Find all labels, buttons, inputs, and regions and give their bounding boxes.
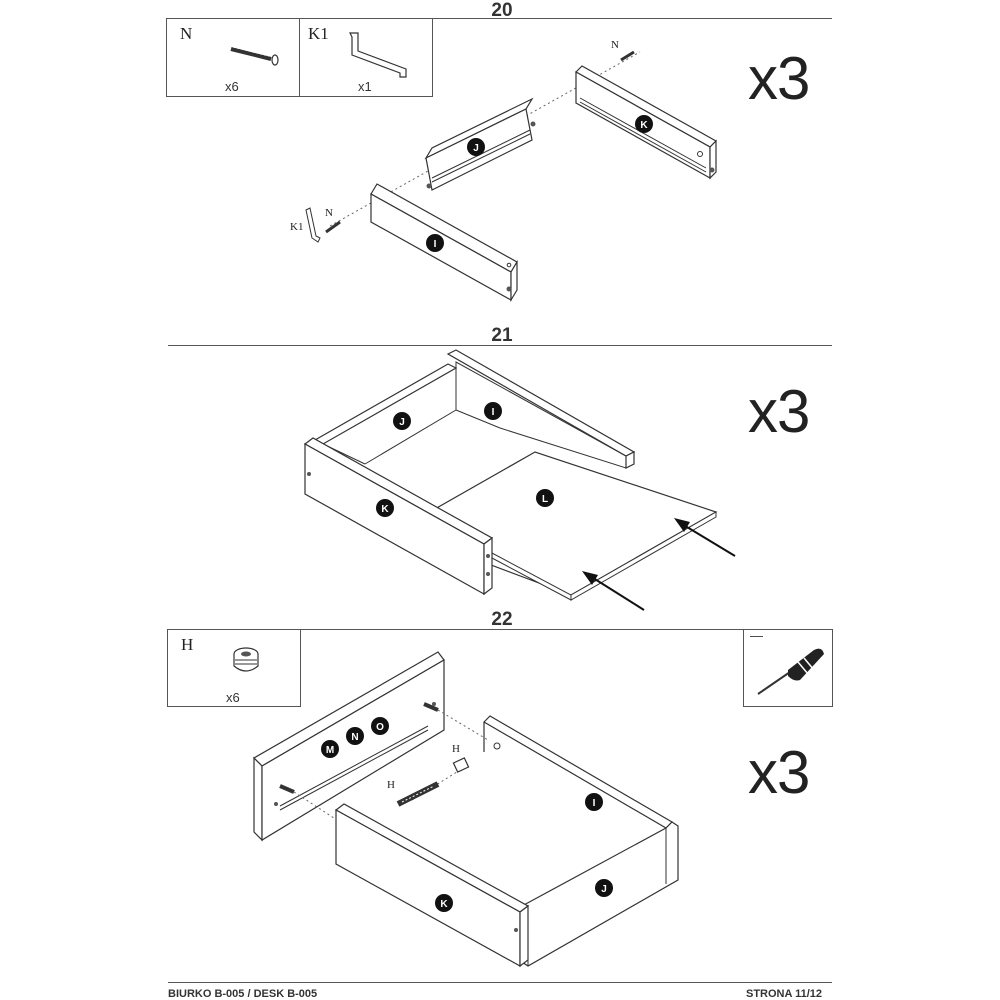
panel-i-back bbox=[446, 349, 636, 469]
tool-label: — bbox=[750, 628, 763, 643]
callout-k1: K1 bbox=[290, 221, 303, 233]
front-panel-dowel-top bbox=[423, 702, 439, 712]
panel-j-tag-22: J bbox=[595, 879, 613, 897]
hex-key-icon bbox=[349, 32, 407, 78]
step-22-parts-box: H x6 bbox=[167, 629, 301, 707]
step-22-number: 22 bbox=[491, 609, 513, 630]
callout-h2: H bbox=[452, 743, 460, 755]
panel-o-tag: O bbox=[371, 717, 389, 735]
panel-j-tag-text: J bbox=[473, 143, 479, 154]
panel-k-front-22 bbox=[334, 803, 530, 968]
panel-m-tag-text: M bbox=[326, 745, 334, 756]
panel-k-front bbox=[303, 437, 494, 596]
step-22-rule bbox=[168, 629, 832, 630]
cam-lock-icon bbox=[233, 647, 259, 672]
panel-m-tag: M bbox=[321, 740, 339, 758]
part-k1-qty: x1 bbox=[358, 79, 372, 94]
step-21-diagram: J I K L bbox=[303, 349, 736, 611]
step-21-multiplier: x3 bbox=[748, 378, 810, 445]
callout-n-top: N bbox=[611, 39, 619, 51]
part-h-qty: x6 bbox=[226, 690, 240, 705]
step-20-diagram: I J K N N K1 bbox=[290, 39, 717, 303]
step-20-number: 20 bbox=[491, 0, 513, 21]
screw-n-top: N bbox=[611, 39, 635, 62]
step-20-parts-box: N x6 K1 x1 bbox=[166, 18, 433, 97]
front-panel-board bbox=[253, 651, 445, 842]
panel-k-tag-text: K bbox=[640, 120, 648, 131]
screwdriver-icon bbox=[757, 648, 824, 695]
step-20-rule bbox=[168, 18, 832, 19]
step-21-number: 21 bbox=[491, 325, 513, 346]
panel-n-tag-text: N bbox=[351, 732, 358, 743]
step-22-diagram: M N O I J K H bbox=[253, 651, 679, 968]
panel-k-tag-21: K bbox=[376, 499, 394, 517]
step-21-rule bbox=[168, 345, 832, 346]
callout-n-left: N bbox=[325, 207, 333, 219]
part-n-qty: x6 bbox=[225, 79, 239, 94]
footer-rule bbox=[168, 982, 832, 983]
part-k1-code: K1 bbox=[308, 24, 329, 43]
panel-k-tag-22-text: K bbox=[440, 899, 448, 910]
cam-lock-h2: H bbox=[452, 743, 470, 773]
panel-j-tag-21-text: J bbox=[399, 417, 405, 428]
panel-i-tag-21: I bbox=[484, 402, 502, 420]
part-n-code: N bbox=[180, 24, 193, 43]
screw-n-left: N bbox=[325, 207, 341, 234]
insert-arrow-left bbox=[582, 571, 645, 611]
panel-i-board bbox=[370, 183, 518, 303]
panel-i-tag-21-text: I bbox=[492, 407, 495, 418]
part-h-code: H bbox=[181, 635, 194, 654]
front-panel-dowel-bottom bbox=[279, 784, 295, 794]
panel-l-tag-21: L bbox=[536, 489, 554, 507]
panel-i-tag-text: I bbox=[434, 239, 437, 250]
panel-k-tag: K bbox=[635, 115, 653, 133]
screw-icon bbox=[230, 46, 279, 66]
panel-k-tag-21-text: K bbox=[381, 504, 389, 515]
panel-j-tag-21: J bbox=[393, 412, 411, 430]
part-k1-cell: K1 x1 bbox=[300, 19, 432, 96]
tool-box: — bbox=[743, 628, 833, 707]
panel-j-tag: J bbox=[467, 138, 485, 156]
panel-k-tag-22: K bbox=[435, 894, 453, 912]
panel-i-tag: I bbox=[426, 234, 444, 252]
callout-h1: H bbox=[387, 779, 395, 791]
footer-right: STRONA 11/12 bbox=[746, 988, 823, 1000]
panel-n-tag: N bbox=[346, 727, 364, 745]
panel-j-side bbox=[313, 363, 458, 465]
insert-arrow-right bbox=[674, 518, 736, 557]
footer-left: BIURKO B-005 / DESK B-005 bbox=[168, 988, 318, 1000]
panel-j-tag-22-text: J bbox=[601, 884, 607, 895]
back-panel-i bbox=[483, 715, 673, 829]
step-22-multiplier: x3 bbox=[748, 739, 810, 806]
panel-o-tag-text: O bbox=[376, 722, 384, 733]
part-n-cell: N x6 bbox=[167, 19, 300, 96]
hex-key-k1: K1 bbox=[290, 207, 321, 243]
panel-i-tag-22-text: I bbox=[593, 798, 596, 809]
panel-i-tag-22: I bbox=[585, 793, 603, 811]
cam-lock-h1: H bbox=[387, 779, 440, 807]
step-20-multiplier: x3 bbox=[748, 45, 810, 112]
panel-l-tag-21-text: L bbox=[542, 494, 548, 505]
